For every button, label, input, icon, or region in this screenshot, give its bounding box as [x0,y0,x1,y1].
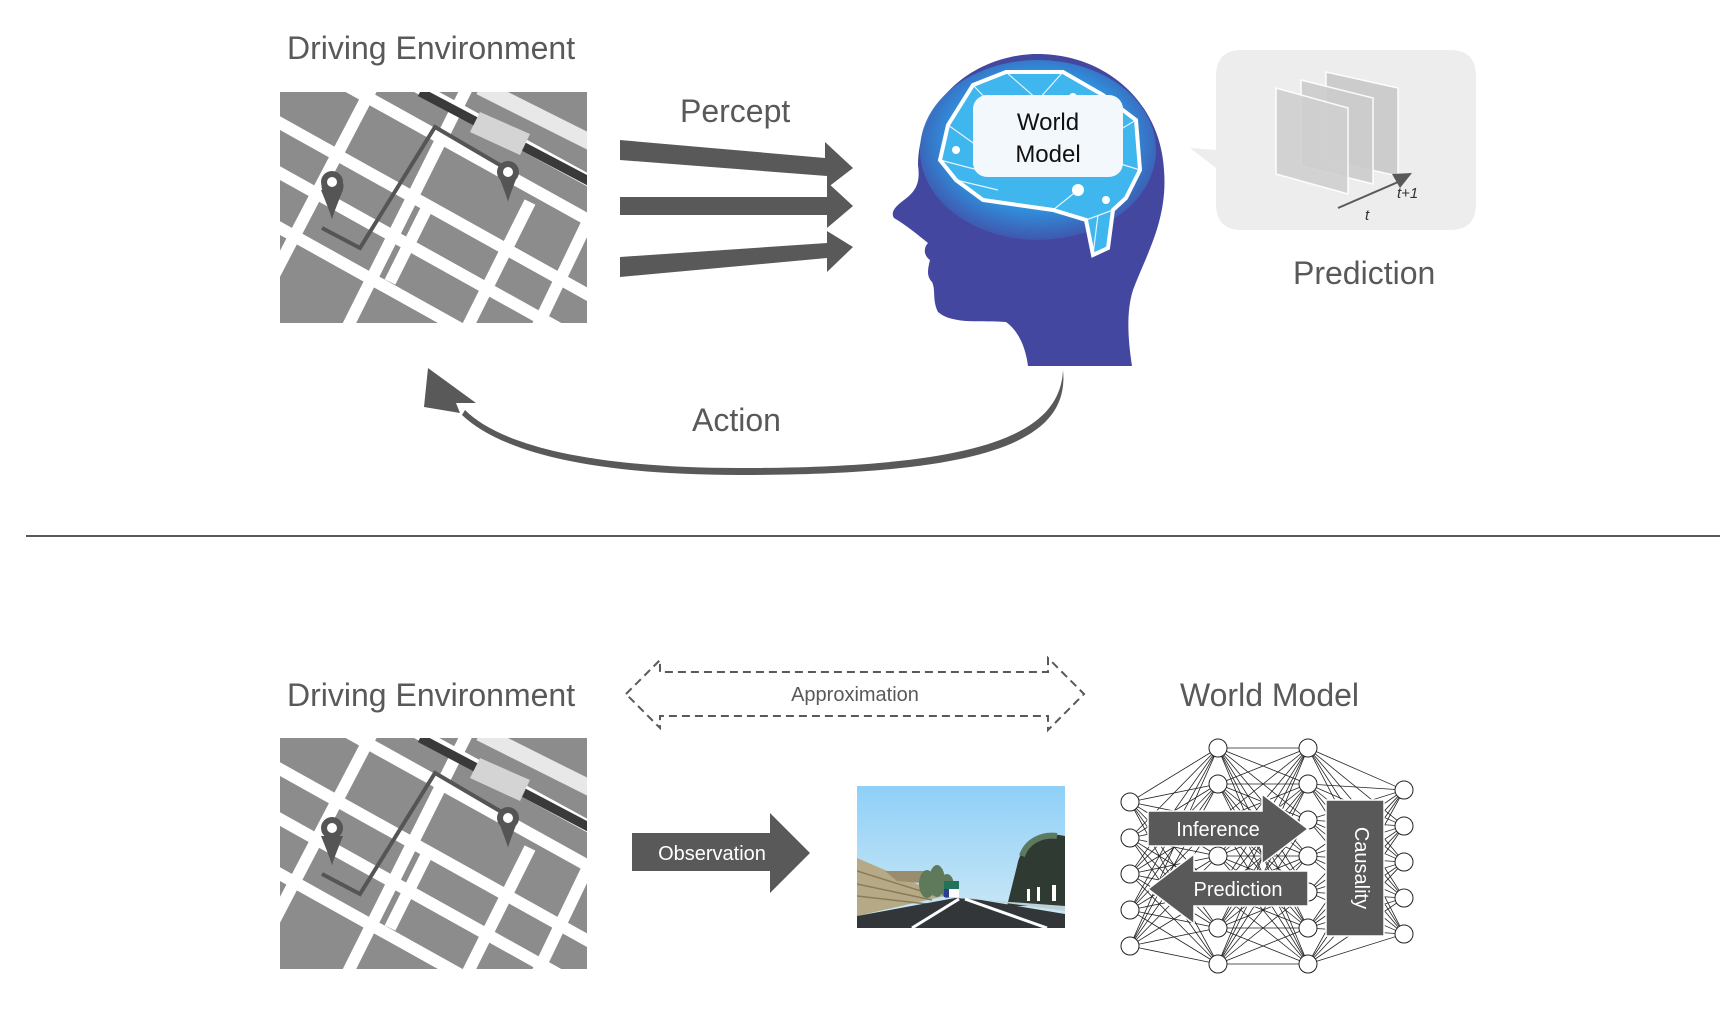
network-edge [1129,783,1219,947]
bottom-env-title: Driving Environment [287,677,576,713]
network-node [1208,774,1228,794]
map-pin-start-icon [321,171,344,220]
time-t1-label: t+1 [1397,185,1418,202]
network-edge [1217,927,1309,965]
network-node [1120,936,1140,956]
approximation-dashed-outline [624,655,1086,733]
world-model-box [973,95,1123,177]
action-arrowhead-icon [424,368,476,413]
network-edge [1129,747,1219,839]
map-route [321,124,507,251]
network-node [1120,900,1140,920]
network-node [1208,918,1228,938]
causality-box: Causality [1325,799,1385,937]
percept-arrows [620,140,853,277]
network-node [1120,864,1140,884]
barrier-posts [1027,885,1056,901]
network-node [1394,888,1414,908]
prediction-label: Prediction [1293,255,1436,291]
network-node [1120,792,1140,812]
network-node [1394,852,1414,872]
observation-label: Observation [658,843,766,865]
network-node [1208,846,1228,866]
network-edge [1129,945,1219,965]
prediction-arrow: Prediction [1146,852,1309,926]
network-edge [1217,747,1309,785]
prediction-net-label: Prediction [1194,879,1283,901]
map-rail-platform [476,92,587,150]
network-node [1394,816,1414,836]
road-sign [944,881,959,889]
percept-arrow-1 [620,140,853,188]
percept-arrow-2 [620,182,853,228]
right-hill [1007,834,1065,906]
network-edge [1217,747,1309,821]
bottom-map-illustration [280,738,587,969]
map-route [321,770,507,897]
map-pin-end-icon [497,161,519,202]
network-edge [1129,927,1219,947]
percept-label: Percept [680,93,791,129]
frame-1 [1275,87,1349,195]
network-edge [1129,747,1219,803]
percept-arrow-3 [620,231,853,277]
network-node [1208,954,1228,974]
observation-arrow: Observation [632,813,810,893]
action-arrow [424,368,1064,475]
map-roads [280,92,587,323]
map-pin-end-icon [497,807,519,848]
lane-marking-right [964,897,1048,928]
road-scene-image [857,786,1065,928]
section-divider [26,535,1720,537]
network-node [1298,846,1318,866]
network-node [1298,774,1318,794]
top-map-illustration [280,92,587,323]
network-edge [1307,933,1405,965]
network-edge [1307,747,1405,791]
inference-label: Inference [1176,819,1259,841]
neural-network-diagram: Inference Prediction Causality [1120,738,1414,974]
time-t-label: t [1365,207,1370,224]
network-node [1394,924,1414,944]
observation-arrow-shape [632,813,810,893]
network-edge [1307,783,1405,791]
lane-marking-left [911,897,960,928]
head-illustration: World Model [892,53,1165,367]
left-embankment [857,858,945,916]
network-node [1298,918,1318,938]
network-node [1120,828,1140,848]
world-model-title: World Model [1180,677,1360,713]
road-surface [857,898,1065,928]
action-label: Action [692,402,781,438]
world-model-line1: World [1017,109,1079,136]
prediction-frames-icon [1275,71,1399,195]
inference-arrow: Inference [1147,792,1310,866]
network-node [1208,738,1228,758]
map-train [470,112,530,155]
network-node [1394,780,1414,800]
network-edge [1129,747,1219,947]
approximation-arrow: Approximation [624,655,1086,733]
world-model-line2: Model [1015,141,1080,168]
time-axis-arrowhead-icon [1392,173,1412,188]
map-pin-start-icon [321,817,343,866]
approximation-label: Approximation [791,684,919,706]
causality-label: Causality [1350,827,1372,909]
time-axis-line [1337,181,1399,209]
top-env-title: Driving Environment [287,30,576,66]
network-node [1298,954,1318,974]
prediction-bubble: t t+1 [1190,50,1476,230]
network-node [1298,738,1318,758]
